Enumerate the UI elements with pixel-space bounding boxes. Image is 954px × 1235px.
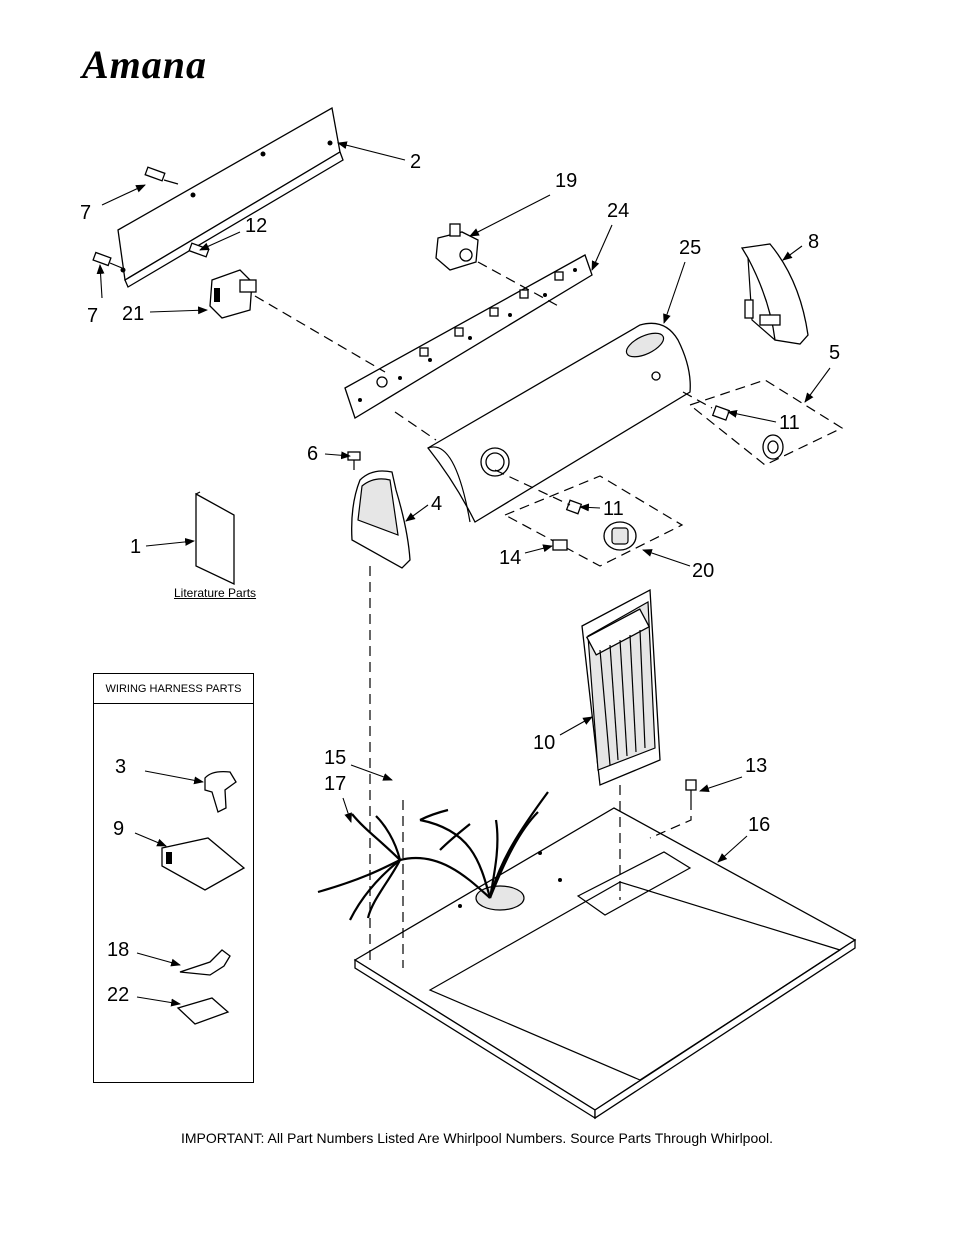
callout-13: 13 bbox=[745, 755, 768, 777]
top-panel-part bbox=[353, 807, 857, 1120]
callout-5: 5 bbox=[829, 342, 841, 364]
control-bracket-part bbox=[344, 254, 593, 419]
switch-part bbox=[209, 269, 257, 319]
leader-arrows bbox=[96, 141, 831, 1007]
console-part bbox=[427, 322, 691, 523]
callout-3: 3 bbox=[115, 756, 127, 778]
screw-part bbox=[552, 539, 568, 551]
screw-part bbox=[347, 451, 361, 470]
assembly-lines bbox=[254, 261, 713, 968]
callout-19: 19 bbox=[555, 170, 578, 192]
callout-21: 21 bbox=[122, 303, 145, 325]
screw-part bbox=[685, 779, 697, 800]
callout-2: 2 bbox=[410, 151, 422, 173]
screw-part bbox=[144, 166, 179, 185]
callout-16: 16 bbox=[748, 814, 771, 836]
screw-part bbox=[188, 242, 210, 258]
console-panel-part bbox=[117, 106, 344, 288]
callout-15: 15 bbox=[324, 747, 347, 769]
callout-20: 20 bbox=[692, 560, 715, 582]
callout-9: 9 bbox=[113, 818, 125, 840]
literature-parts-label: Literature Parts bbox=[174, 586, 257, 600]
callout-8: 8 bbox=[808, 231, 820, 253]
callout-1: 1 bbox=[130, 536, 142, 558]
callout-11: 11 bbox=[779, 412, 800, 434]
brand-logo-text: Amana bbox=[80, 42, 207, 87]
callout-7: 7 bbox=[87, 305, 99, 327]
callout-18: 18 bbox=[107, 939, 130, 961]
callout-22: 22 bbox=[107, 984, 130, 1006]
callout-14: 14 bbox=[499, 547, 522, 569]
wiring-harness-parts-box: WIRING HARNESS PARTS bbox=[93, 673, 254, 1083]
wiring-harness-parts-title: WIRING HARNESS PARTS bbox=[94, 674, 253, 704]
callout-10: 10 bbox=[533, 732, 556, 754]
harness-block-part bbox=[161, 837, 246, 891]
timer-part bbox=[435, 223, 479, 271]
callout-25: 25 bbox=[679, 237, 702, 259]
knob-assembly-part bbox=[688, 379, 844, 466]
literature-part bbox=[195, 491, 235, 586]
terminal-part bbox=[179, 949, 231, 976]
important-note: IMPORTANT: All Part Numbers Listed Are W… bbox=[180, 1130, 774, 1146]
callout-17: 17 bbox=[324, 773, 347, 795]
callout-24: 24 bbox=[607, 200, 630, 222]
callout-12: 12 bbox=[245, 215, 268, 237]
callout-7: 7 bbox=[80, 202, 92, 224]
end-cap-part bbox=[740, 243, 809, 345]
connector-part bbox=[176, 997, 230, 1025]
screw-part bbox=[92, 251, 123, 269]
left-end-cap-part bbox=[351, 470, 411, 569]
brand-logo: Amana bbox=[80, 42, 207, 87]
callout-11: 11 bbox=[603, 498, 624, 520]
callout-4: 4 bbox=[431, 493, 443, 515]
harness-clip-part bbox=[204, 770, 237, 813]
timer-knob-assembly-part bbox=[503, 475, 684, 567]
lint-screen-part bbox=[581, 588, 661, 786]
callout-6: 6 bbox=[307, 443, 319, 465]
